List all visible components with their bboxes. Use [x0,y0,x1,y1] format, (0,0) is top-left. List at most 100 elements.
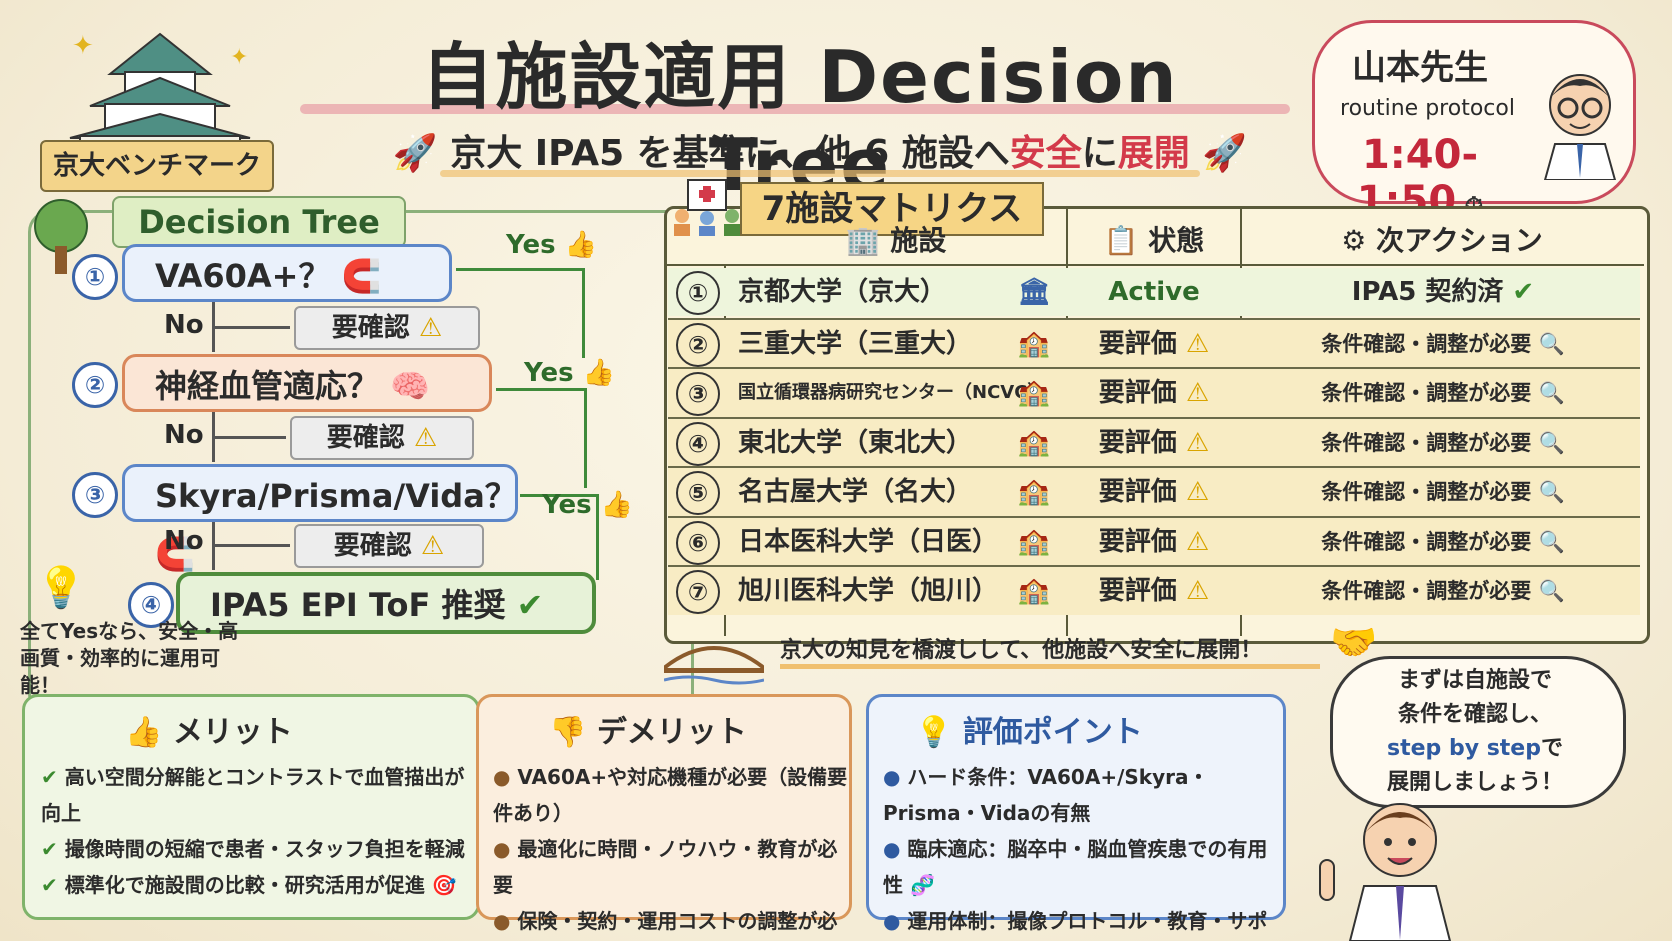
row-action-text: IPA5 契約済 [1351,277,1504,307]
no-connector [212,302,215,352]
evaluation-item: ● ハード条件：VA60A+/Skyra・Prisma・Vidaの有無 [869,759,1283,831]
subtitle-highlight-safe: 安全 [1009,133,1082,174]
magnifier-icon: 🔍 [1531,530,1565,554]
rocket-icon: 🚀 [392,133,451,174]
yes-text: Yes [524,358,574,388]
row-status: 要評価 ⚠ [1068,518,1240,566]
row-status-text: 要評価 [1098,527,1177,557]
no-connector [212,522,215,570]
page-title: 自施設適用 Decision Tree [421,35,1179,207]
mri-scanner-icon: 🧲 [341,257,382,295]
demerit-item-text: VA60A+や対応機種が必要（設備要件あり） [493,765,848,825]
row-site-name: 国立循環器病研究センター（NCVC） [738,382,1046,403]
evaluation-title-text: 評価ポイント [962,715,1143,750]
matrix-title: 7施設マトリクス [740,182,1044,236]
no-connector [214,436,286,439]
row-action-text: 条件確認・調整が必要 [1321,530,1532,554]
row-site-name: 名古屋大学（名大） [738,477,973,507]
step-1-text: VA60A+？ [155,257,331,295]
evaluation-item-text: ハード条件：VA60A+/Skyra・Prisma・Vidaの有無 [883,765,1209,825]
yes-text: Yes [542,490,592,520]
step-3-text: Skyra/Prisma/Vida？ [155,477,517,515]
row-number: ⑦ [676,570,720,614]
site-logo-icon: 🏫 [1017,527,1051,557]
row-number: ③ [676,372,720,416]
merit-item-text: 高い空間分解能とコントラストで血管描出が向上 [41,765,465,825]
needs-check-box: 要確認 ⚠ [294,524,484,568]
svg-text:✦: ✦ [230,45,248,70]
advice-line-4: 展開しましょう！ [1386,770,1563,795]
row-action-text: 条件確認・調整が必要 [1321,480,1532,504]
yes-connector [584,388,587,488]
warning-icon: ⚠ [420,531,445,561]
header-site-text: 施設 [890,224,947,257]
result-recommendation: IPA5 EPI ToF 推奨 ✔ [176,572,596,634]
advice-line-1: まずは自施設で [1397,668,1552,693]
row-action-text: 条件確認・調整が必要 [1321,381,1532,405]
warning-icon: ⚠ [1176,428,1210,458]
check-icon: ✔ [41,765,65,789]
needs-check-text: 要確認 [333,531,412,561]
warning-icon: ⚠ [1176,378,1210,408]
row-status: Active [1068,268,1240,316]
check-circle-icon: ✔ [516,586,544,624]
hospital-people-icon [674,179,740,236]
no-connector [214,326,290,329]
step-number: ① [72,254,118,300]
row-site-name: 日本医科大学（日医） [738,527,999,557]
brain-icon: 🧠 [390,367,430,405]
yes-label: Yes 👍 [506,230,597,260]
row-number: ⑤ [676,471,720,515]
high-five-icon: 🤝 [1330,620,1378,664]
row-status-text: 要評価 [1098,378,1177,408]
thumbs-up-icon: 👍 [125,715,173,750]
row-action: 条件確認・調整が必要 🔍 [1258,419,1628,467]
magnifier-icon: 🔍 [1531,381,1565,405]
step-3-question: Skyra/Prisma/Vida？ 🧲 [122,464,518,573]
tree-note: 全てYesなら、安全・高画質・効率的に運用可能！ [20,619,239,697]
decision-tree-label: Decision Tree [112,196,406,248]
merit-title-text: メリット [172,715,293,750]
gear-icon: ⚙ [1341,224,1377,257]
row-status: 要評価 ⚠ [1068,419,1240,467]
thumbs-up-icon: 👍 [564,230,597,260]
check-icon: ✔ [41,873,65,897]
row-status-text: 要評価 [1098,576,1177,606]
row-action-text: 条件確認・調整が必要 [1321,332,1532,356]
demerit-item: ● 保険・契約・運用コストの調整が必要 🔋 [479,903,849,941]
building-icon: 🏢 [845,224,891,257]
step-number: ③ [72,472,118,518]
advice-text: まずは自施設で 条件を確認し、 step by stepで 展開しましょう！ [1340,664,1610,800]
demerit-item: ● VA60A+や対応機種が必要（設備要件あり） [479,759,849,831]
site-logo-icon: 🏫 [1017,477,1051,507]
row-number: ① [676,271,720,315]
row-status: 要評価 ⚠ [1068,320,1240,368]
step-2-question: 神経血管適応？ 🧠 [122,354,492,412]
evaluation-item-text: 運用体制：撮像プロトコル・教育・サポート体制 [907,909,1268,933]
row-site-name: 旭川医科大学（旭川） [738,576,999,606]
rocket-icon: 🚀 [1189,133,1248,174]
evaluation-item: ● 運用体制：撮像プロトコル・教育・サポート体制 [869,903,1283,941]
demerit-title-text: デメリット [596,715,747,750]
result-text: IPA5 EPI ToF 推奨 [210,586,506,624]
thumbs-up-icon: 👍 [582,358,615,388]
header-status-text: 状態 [1148,224,1205,257]
target-icon: 🎯 [431,873,457,897]
warning-icon: ⚠ [1176,329,1210,359]
doctor-pointing-icon [1319,803,1452,941]
magnifier-icon: 🔍 [1531,431,1565,455]
matrix-header-rule [664,264,1644,266]
merit-item-text: 標準化で施設間の比較・研究活用が促進 [64,873,425,897]
demerit-item: ● 最適化に時間・ノウハウ・教育が必要 [479,831,849,903]
title-underline [300,104,1290,114]
yes-connector [496,388,586,391]
page-subtitle: 🚀 京大 IPA5 を基準に、他 6 施設へ安全に展開 🚀 [380,124,1260,176]
step-number: ② [72,362,118,408]
dna-icon: 🧬 [909,873,935,897]
matrix-header-status: 📋 状態 [1068,216,1240,266]
merit-item: ✔ 高い空間分解能とコントラストで血管描出が向上 [25,759,477,831]
